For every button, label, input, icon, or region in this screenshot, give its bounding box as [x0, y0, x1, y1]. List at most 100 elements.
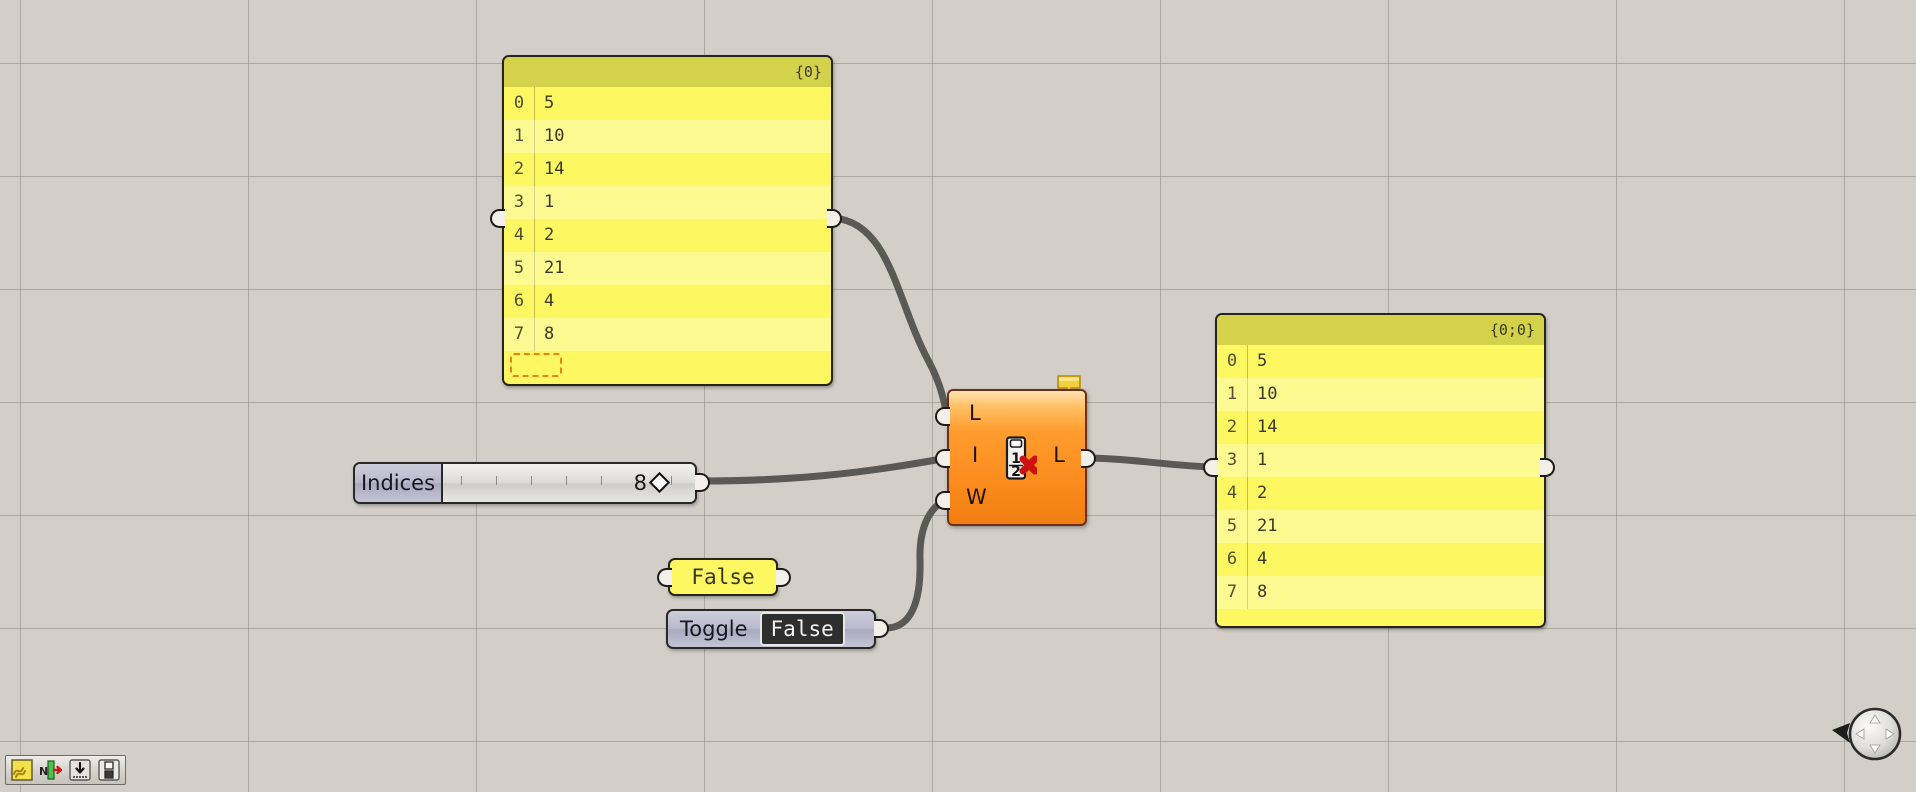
panel-row: 5 21: [1217, 510, 1544, 543]
panel-row-value: 10: [1257, 384, 1278, 404]
cull-index-icon: 1 2: [1003, 436, 1039, 480]
sketch-tool-icon[interactable]: [10, 758, 34, 782]
slider-label: Indices: [355, 464, 443, 502]
output-panel-input-grip[interactable]: [1203, 458, 1218, 477]
input-label-W: W: [966, 485, 987, 509]
panel-row: 1 10: [504, 120, 831, 153]
svg-text:2: 2: [1011, 464, 1021, 480]
svg-text:1: 1: [1011, 451, 1021, 467]
panel-row-value: 4: [544, 291, 555, 311]
input-label-L: L: [969, 401, 981, 425]
panel-row-value: 2: [544, 225, 555, 245]
cull-index-component[interactable]: L I W L 1 2: [947, 389, 1087, 526]
named-views-icon[interactable]: N: [39, 758, 63, 782]
panel-row-index: 7: [1226, 582, 1238, 602]
slider-tick: [461, 476, 462, 485]
panel-column-divider: [1247, 345, 1248, 609]
panel-row-value: 8: [1257, 582, 1268, 602]
indices-input-grip[interactable]: [935, 449, 950, 468]
panel-row-value: 1: [1257, 450, 1268, 470]
toggle-state[interactable]: False: [759, 612, 845, 646]
slider-tick: [671, 476, 672, 485]
panel-row-index: 0: [513, 93, 525, 113]
panel-row-index: 5: [1226, 516, 1238, 536]
svg-text:N: N: [39, 765, 48, 778]
panel-row-value: 4: [1257, 549, 1268, 569]
panel-row-index: 7: [513, 324, 525, 344]
panel-row-index: 4: [1226, 483, 1238, 503]
boolean-param-input-grip[interactable]: [657, 568, 672, 587]
toggle-output-grip[interactable]: [874, 619, 889, 638]
panel-row-index: 6: [1226, 549, 1238, 569]
panel-row-value: 5: [1257, 351, 1268, 371]
panel-row-index: 2: [513, 159, 525, 179]
list-input-grip[interactable]: [935, 407, 950, 426]
slider-track[interactable]: 8: [443, 464, 695, 502]
wrap-input-grip[interactable]: [935, 491, 950, 510]
panel-row-value: 2: [1257, 483, 1268, 503]
boolean-param-output-grip[interactable]: [776, 568, 791, 587]
panel-column-divider: [534, 87, 535, 351]
panel-row-index: 1: [513, 126, 525, 146]
panel-row-index: 5: [513, 258, 525, 278]
canvas-navigator[interactable]: [1830, 706, 1904, 764]
save-icon[interactable]: [97, 758, 121, 782]
panel-edit-box[interactable]: [510, 353, 562, 377]
panel-row-index: 1: [1226, 384, 1238, 404]
slider-tick: [531, 476, 532, 485]
panel-row-index: 2: [1226, 417, 1238, 437]
slider-tick: [636, 476, 637, 485]
slider-output-grip[interactable]: [695, 473, 710, 492]
input-label-I: I: [972, 443, 979, 467]
output-panel-output-grip[interactable]: [1540, 458, 1555, 477]
panel-row-value: 8: [544, 324, 555, 344]
slider-tick: [496, 476, 497, 485]
slider-value: 8: [633, 471, 647, 495]
panel-row: 2 14: [504, 153, 831, 186]
boolean-param-value: False: [691, 565, 755, 589]
list-output-grip[interactable]: [1081, 449, 1096, 468]
panel-row-value: 21: [1257, 516, 1278, 536]
canvas-toolbar[interactable]: N: [5, 755, 126, 785]
slider-knob[interactable]: [648, 471, 671, 494]
slider-tick: [601, 476, 602, 485]
output-panel-path-label: {0;0}: [1217, 315, 1544, 345]
panel-row-value: 5: [544, 93, 555, 113]
output-label-L: L: [1053, 443, 1065, 467]
panel-row-index: 3: [513, 192, 525, 212]
panel-row-value: 10: [544, 126, 565, 146]
toggle-label: Toggle: [680, 617, 748, 641]
input-panel-output-grip[interactable]: [827, 209, 842, 228]
indices-slider[interactable]: Indices 8: [353, 462, 697, 504]
panel-row-value: 1: [544, 192, 555, 212]
download-icon[interactable]: [68, 758, 92, 782]
input-panel-input-grip[interactable]: [490, 209, 505, 228]
panel-row-index: 6: [513, 291, 525, 311]
boolean-toggle[interactable]: Toggle False: [666, 609, 876, 649]
panel-row-index: 0: [1226, 351, 1238, 371]
input-panel-path-label: {0}: [504, 57, 831, 87]
panel-row-index: 3: [1226, 450, 1238, 470]
panel-row-value: 14: [544, 159, 565, 179]
slider-tick: [566, 476, 567, 485]
boolean-param[interactable]: False: [668, 558, 778, 596]
